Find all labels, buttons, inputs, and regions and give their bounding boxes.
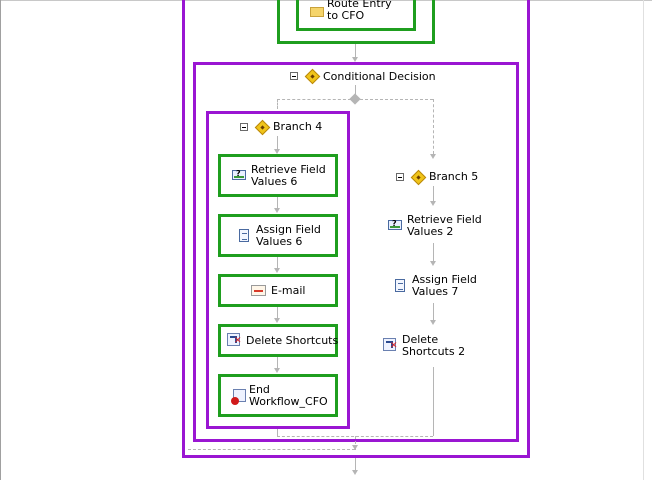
step-label[interactable]: Delete Shortcuts 2 <box>402 333 466 358</box>
retrieve-field-values-icon <box>388 219 402 230</box>
connector-arrow <box>430 154 436 159</box>
retrieve-field-values-icon <box>232 169 246 180</box>
connector <box>355 85 356 95</box>
step-label: Delete Shortcuts <box>246 334 339 347</box>
collapse-toggle-icon[interactable] <box>240 123 248 131</box>
split-connector <box>277 99 278 109</box>
branch-4-container[interactable] <box>206 111 350 429</box>
delete-shortcuts-icon <box>383 338 398 351</box>
frame-left-border <box>0 0 1 480</box>
route-entry-label: Route Entry to CFO <box>327 0 392 22</box>
connector <box>433 186 434 201</box>
collapse-toggle-icon[interactable] <box>290 72 298 80</box>
retrieve-field-values-6-step[interactable] <box>218 154 338 197</box>
step-label: E-mail <box>271 284 306 297</box>
split-connector <box>360 99 433 100</box>
outer-merge-connector <box>188 449 355 450</box>
assign-field-values-icon <box>239 229 249 242</box>
delete-shortcuts-icon <box>227 333 242 346</box>
connector-arrow <box>430 320 436 325</box>
connector-arrow <box>430 201 436 206</box>
connector-arrow <box>274 268 280 273</box>
step-label[interactable]: Retrieve Field Values 2 <box>407 213 482 238</box>
connector <box>277 136 278 151</box>
email-icon <box>251 285 266 296</box>
connector <box>433 303 434 320</box>
collapse-toggle-icon[interactable] <box>396 173 404 181</box>
step-label[interactable]: Assign Field Values 7 <box>412 273 477 298</box>
connector-arrow <box>352 445 358 450</box>
email-step[interactable] <box>218 274 338 307</box>
conditional-decision-container[interactable] <box>193 62 519 442</box>
step-label: Assign Field Values 6 <box>256 223 321 248</box>
end-workflow-icon <box>231 389 246 405</box>
connector <box>277 197 278 209</box>
connector-arrow <box>274 318 280 323</box>
assign-field-values-6-step[interactable] <box>218 214 338 257</box>
connector <box>355 44 356 60</box>
frame-top-border <box>0 0 652 1</box>
connector-arrow <box>274 368 280 373</box>
connector-arrow <box>352 57 358 62</box>
route-entry-step[interactable] <box>296 0 416 31</box>
step-label: End Workflow_CFO <box>249 383 328 408</box>
connector-arrow <box>274 208 280 213</box>
connector-arrow <box>274 149 280 154</box>
connector <box>277 257 278 269</box>
delete-shortcuts-step[interactable] <box>218 324 338 357</box>
connector <box>277 307 278 319</box>
step-label: Retrieve Field Values 6 <box>251 163 326 188</box>
connector <box>277 429 278 436</box>
assign-field-values-icon <box>395 279 405 292</box>
connector-arrow <box>430 261 436 266</box>
connector <box>433 243 434 261</box>
outer-workflow-container[interactable] <box>182 0 530 458</box>
route-folder-icon <box>310 7 324 17</box>
connector <box>355 458 356 472</box>
frame-right-border <box>643 0 644 480</box>
branch-4-label: Branch 4 <box>273 120 323 133</box>
split-connector <box>433 99 434 154</box>
branch-5-label: Branch 5 <box>429 170 479 183</box>
connector-arrow <box>352 470 358 475</box>
connector <box>277 357 278 369</box>
connector <box>433 367 434 436</box>
route-entry-outer-box[interactable] <box>277 0 435 44</box>
conditional-decision-label: Conditional Decision <box>323 70 436 83</box>
merge-connector <box>355 436 356 444</box>
split-connector <box>277 99 351 100</box>
